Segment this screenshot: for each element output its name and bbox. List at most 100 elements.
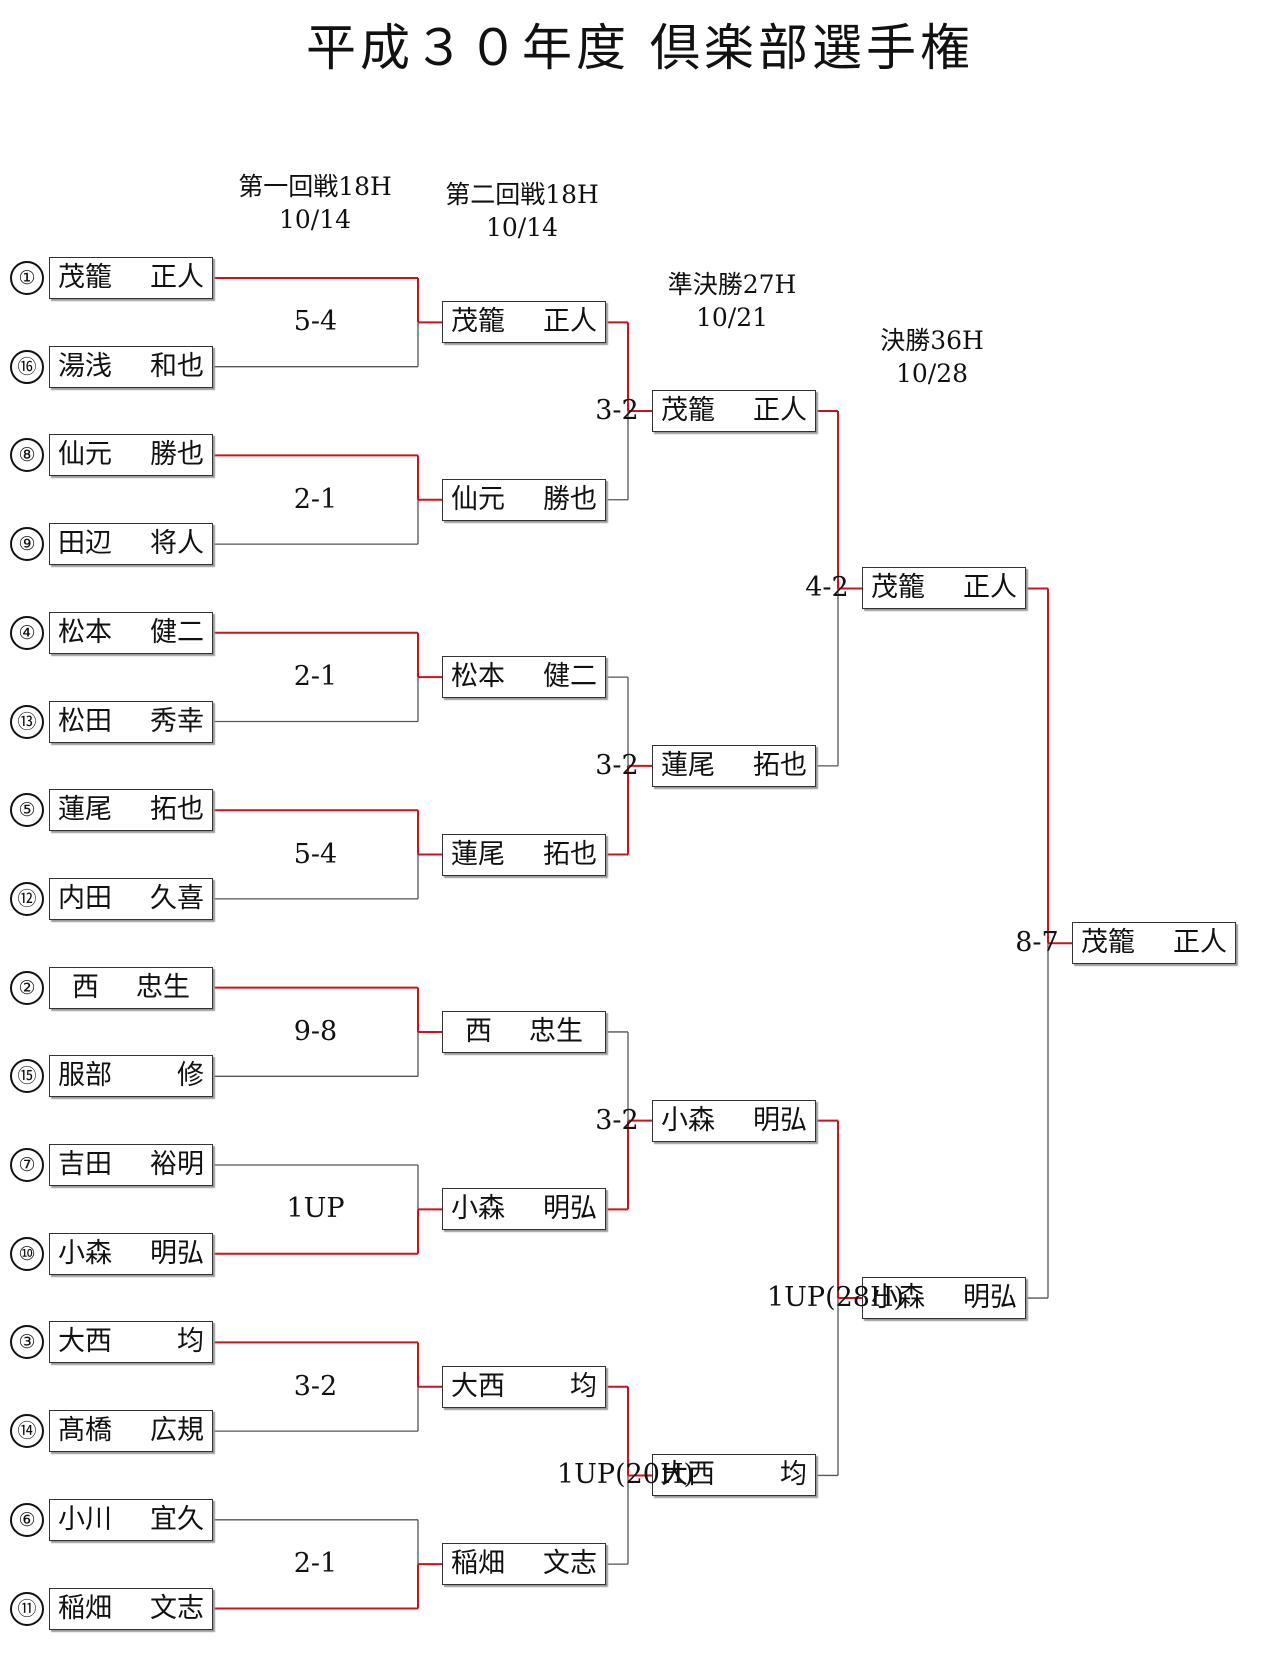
player-given-name: 忠生 <box>136 971 190 1003</box>
seed-badge: ④ <box>10 615 44 650</box>
player-family-name: 内田 <box>58 882 112 914</box>
seed-badge: ⑫ <box>10 881 44 916</box>
player-given-name: 正人 <box>150 262 204 293</box>
seed-badge: ② <box>10 970 44 1005</box>
match-score: 9-8 <box>293 1015 338 1047</box>
player-box: 小森 明弘 <box>49 1232 213 1275</box>
match-score: 8-7 <box>1015 927 1059 959</box>
player-given-name: 和也 <box>150 350 204 382</box>
player-box: 西忠生 <box>49 966 213 1009</box>
player-given-name: 健二 <box>150 616 204 648</box>
player-family-name: 茂籠 <box>58 262 112 293</box>
player-box: 服部修 <box>49 1055 213 1098</box>
player-given-name: 健二 <box>543 661 597 693</box>
player-family-name: 大西 <box>661 1459 715 1491</box>
round-name: 第一回戦18H <box>238 172 392 201</box>
match-score: 5-4 <box>293 838 338 870</box>
player-box: 大西 均 <box>442 1365 606 1408</box>
round-date: 10/14 <box>485 213 559 242</box>
match-score: 3-2 <box>595 395 639 427</box>
player-family-name: 蓮尾 <box>661 749 715 781</box>
player-family-name: 小森 <box>58 1237 112 1269</box>
player-family-name: 小森 <box>871 1282 925 1314</box>
player-family-name: 稲畑 <box>58 1592 112 1624</box>
round-header-4: 決勝36H 10/28 <box>832 324 1032 390</box>
player-box: 松本 健二 <box>49 611 213 654</box>
player-given-name: 将人 <box>150 528 204 560</box>
player-box: 吉田 裕明 <box>49 1144 213 1186</box>
player-given-name: 久喜 <box>150 882 204 914</box>
player-box: 蓮尾 拓也 <box>49 789 213 832</box>
seed-badge: ⑩ <box>10 1236 44 1271</box>
player-family-name: 松田 <box>58 705 112 737</box>
seed-badge: ⑧ <box>10 438 44 473</box>
match-score: 2-1 <box>293 1548 338 1580</box>
player-given-name: 忠生 <box>529 1015 583 1047</box>
seed-badge: ③ <box>10 1325 44 1360</box>
player-given-name: 明弘 <box>543 1193 597 1225</box>
player-box: 茂籠 正人 <box>862 567 1026 610</box>
player-given-name: 勝也 <box>543 483 597 515</box>
player-family-name: 稲畑 <box>451 1548 505 1580</box>
player-box: 茂籠正人 <box>652 390 816 433</box>
player-given-name: 秀幸 <box>150 705 204 737</box>
match-score: 1UP <box>286 1193 345 1225</box>
player-given-name: 裕明 <box>150 1149 204 1180</box>
round-date: 10/28 <box>895 359 969 388</box>
round-name: 準決勝27H <box>667 270 797 299</box>
round-name: 第二回戦18H <box>445 180 599 209</box>
player-box: 大西 均 <box>652 1454 816 1497</box>
player-given-name: 拓也 <box>543 838 597 870</box>
player-family-name: 松本 <box>58 616 112 648</box>
player-family-name: 松本 <box>451 661 505 693</box>
player-family-name: 茂籠 <box>661 395 715 427</box>
match-score: 2-1 <box>293 483 338 515</box>
round-header-3: 準決勝27H 10/21 <box>632 268 832 334</box>
player-given-name: 均 <box>570 1370 597 1402</box>
player-given-name: 明弘 <box>150 1237 204 1269</box>
player-family-name: 小森 <box>661 1104 715 1136</box>
seed-badge: ⑬ <box>10 704 44 739</box>
round-date: 10/14 <box>278 205 352 234</box>
player-given-name: 正人 <box>543 306 597 338</box>
player-box: 仙元 勝也 <box>442 478 606 521</box>
player-given-name: 拓也 <box>150 794 204 826</box>
seed-badge: ① <box>10 261 44 295</box>
player-given-name: 均 <box>177 1326 204 1358</box>
seed-badge: ⑯ <box>10 349 44 384</box>
round-header-1: 第一回戦18H 10/14 <box>215 170 415 236</box>
player-box: 小森明弘 <box>862 1277 1026 1320</box>
player-family-name: 服部 <box>58 1060 112 1092</box>
player-given-name: 均 <box>780 1459 807 1491</box>
round-name: 決勝36H <box>880 326 984 355</box>
seed-badge: ⑦ <box>10 1148 44 1182</box>
player-box: 田辺 将人 <box>49 523 213 566</box>
player-family-name: 仙元 <box>451 483 505 515</box>
player-given-name: 正人 <box>963 572 1017 604</box>
player-box: 茂籠 正人 <box>442 301 606 344</box>
match-score: 1UP(28H) <box>767 1282 905 1314</box>
player-family-name: 小川 <box>58 1503 112 1535</box>
player-family-name: 吉田 <box>58 1149 112 1180</box>
player-family-name: 田辺 <box>58 528 112 560</box>
player-box: 松本 健二 <box>442 656 606 699</box>
player-box: 小森明弘 <box>442 1188 606 1231</box>
player-family-name: 茂籠 <box>451 306 505 338</box>
page-title: 平成３０年度 倶楽部選手権 <box>306 19 974 77</box>
player-family-name: 西 <box>465 1015 492 1047</box>
player-box: 稲畑文志 <box>442 1543 606 1586</box>
player-family-name: 蓮尾 <box>58 794 112 826</box>
player-box: 蓮尾拓也 <box>652 744 816 787</box>
player-box: 蓮尾拓也 <box>442 833 606 876</box>
player-box: 内田 久喜 <box>49 877 213 920</box>
match-score: 5-4 <box>293 306 338 338</box>
player-family-name: 大西 <box>451 1370 505 1402</box>
player-family-name: 湯浅 <box>58 350 112 382</box>
match-score: 3-2 <box>595 749 639 781</box>
player-family-name: 茂籠 <box>871 572 925 604</box>
seed-badge: ⑥ <box>10 1502 44 1537</box>
player-given-name: 正人 <box>1173 927 1227 959</box>
round-header-2: 第二回戦18H 10/14 <box>422 178 622 244</box>
seed-badge: ⑤ <box>10 793 44 828</box>
